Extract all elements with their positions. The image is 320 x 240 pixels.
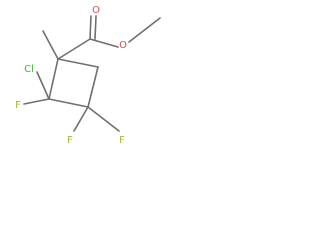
fluorine-2-label: F	[67, 135, 73, 146]
carbonyl-bond-1	[89, 15, 92, 40]
methoxy-bond	[128, 17, 161, 43]
ring-bond-bottom	[48, 98, 89, 108]
molecule-diagram: O O Cl F F F	[15, 5, 161, 146]
oxygen-single-label: O	[119, 40, 127, 51]
f3-bond	[87, 106, 120, 132]
oxygen-double-label: O	[92, 5, 100, 16]
methyl-bond	[42, 30, 59, 60]
carbonyl-bond-2	[94, 15, 97, 40]
ring-bond-top	[57, 58, 99, 68]
fluorine-1-label: F	[15, 100, 21, 111]
fluorine-3-label: F	[119, 135, 125, 146]
cl-bond	[36, 71, 50, 100]
ring-bond-right	[87, 66, 99, 108]
ring-bond-left	[48, 58, 59, 100]
ester-carbon-bond	[57, 38, 91, 60]
ester-o-bond	[89, 38, 119, 48]
f1-bond	[23, 98, 50, 105]
chlorine-label: Cl	[24, 64, 34, 75]
f2-bond	[73, 106, 89, 132]
